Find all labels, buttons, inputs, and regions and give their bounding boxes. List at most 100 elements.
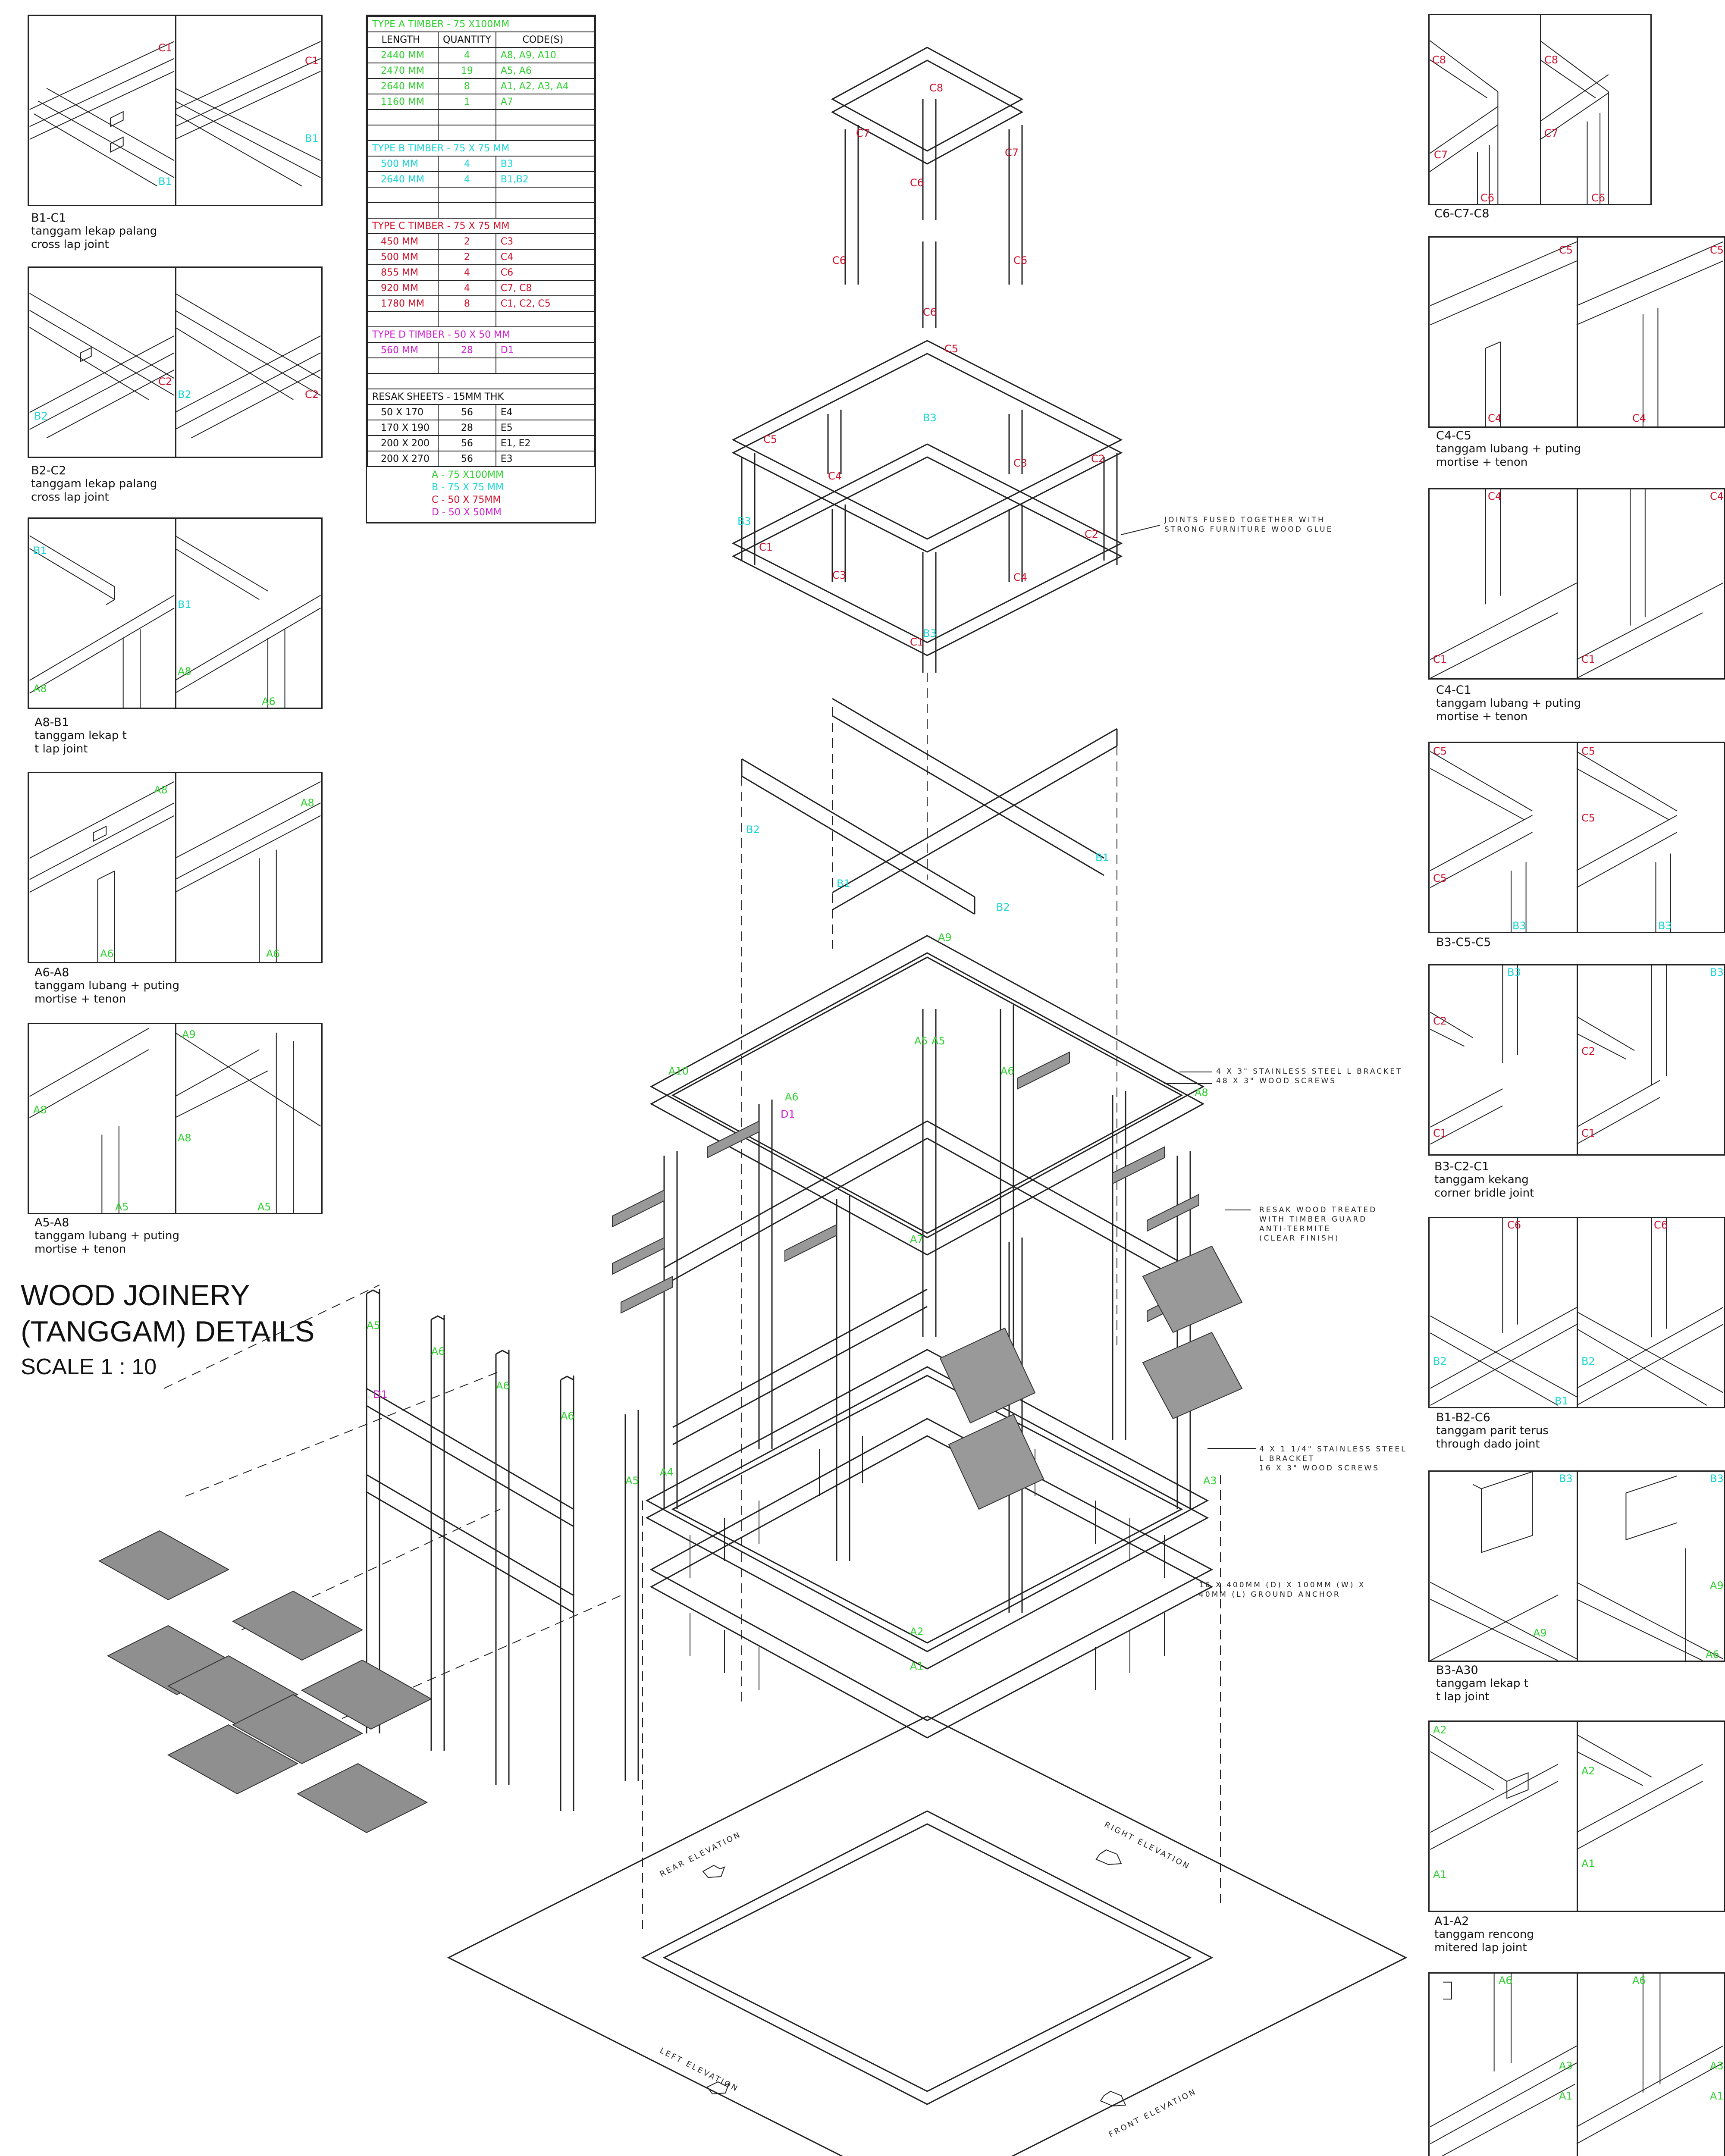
- cross-lap-joint-drawing: [29, 293, 321, 439]
- cell-qty: 28: [438, 342, 496, 358]
- member-label: C4: [828, 470, 842, 482]
- detail-assembled-view: [1577, 1722, 1724, 1911]
- note-line: RESAK WOOD TREATED: [1259, 1206, 1377, 1214]
- tag: C5: [1581, 745, 1596, 757]
- resak-slats: [612, 1051, 1243, 1510]
- detail-assembled-view: [1577, 489, 1724, 678]
- tag: A9: [182, 1028, 196, 1040]
- note-line: ANTI-TERMITE: [1259, 1225, 1331, 1233]
- member-label: D1: [781, 1108, 795, 1120]
- empty-row: [367, 373, 595, 389]
- cell-length: 2440 MM: [367, 47, 439, 63]
- detail-english-name: cross lap joint: [31, 238, 109, 251]
- cross-beams-b: [741, 698, 1118, 915]
- note-line: 48 X 3" WOOD SCREWS: [1216, 1077, 1337, 1085]
- tag: A8: [33, 683, 47, 695]
- empty-row: [367, 125, 595, 141]
- cell-qty: 56: [438, 451, 496, 467]
- tag: C4: [1488, 490, 1502, 502]
- timber-type-legend: A - 75 X100MM B - 75 X 75 MM C - 50 X 75…: [432, 469, 504, 519]
- tag: C8: [1544, 54, 1559, 66]
- detail-malay-name: tanggam lubang + puting: [34, 979, 179, 992]
- cell-size: 200 X 270: [367, 451, 439, 467]
- tag: A6: [100, 948, 114, 960]
- member-label: B2: [996, 901, 1010, 913]
- member-label: A3: [1203, 1475, 1217, 1487]
- detail-caption-b3-c2-c1: B3-C2-C1 tanggam kekang corner bridle jo…: [1434, 1160, 1534, 1200]
- detail-malay-name: tanggam lubang + puting: [1436, 442, 1581, 455]
- member-label: C1: [910, 636, 924, 648]
- tag: A8: [301, 797, 314, 809]
- member-label: B3: [737, 515, 751, 527]
- cell-length: 2640 MM: [367, 78, 439, 94]
- member-label: C6: [832, 254, 847, 266]
- detail-panel-c4-c1: C4 C4 C1 C1: [1428, 488, 1725, 680]
- detail-panel-b3-c2-c1: B3 B3 C2 C2 C1 C1: [1428, 964, 1725, 1156]
- member-label: A2: [910, 1626, 924, 1638]
- detail-panel-c4-c5: C5 C5 C4 C4: [1428, 236, 1725, 428]
- cell-codes: E4: [495, 404, 595, 420]
- member-label: A4: [660, 1466, 674, 1478]
- top-bracket-note: 4 X 3" STAINLESS STEEL L BRACKET 48 X 3"…: [1216, 1067, 1402, 1086]
- tag: A1: [1559, 2090, 1573, 2102]
- mortise-tenon-drawing: [29, 781, 321, 962]
- detail-caption-b3-c5-c5: B3-C5-C5: [1436, 936, 1491, 949]
- detail-english-name: mortise + tenon: [1436, 456, 1528, 469]
- detail-english-name: t lap joint: [34, 743, 88, 755]
- cell-codes: A8, A9, A10: [495, 47, 595, 63]
- tag: B1: [178, 599, 191, 611]
- cell-qty: 19: [438, 63, 496, 79]
- detail-code: A1-A2: [1434, 1915, 1469, 1928]
- cell-qty: 8: [438, 78, 496, 94]
- tag: B2: [34, 410, 48, 422]
- member-label: A6: [496, 1380, 510, 1392]
- tag: A6: [1499, 1974, 1512, 1987]
- member-label: A7: [910, 1233, 924, 1245]
- tag: C8: [1432, 54, 1446, 66]
- tag: A6: [266, 948, 280, 960]
- member-label: B1: [1095, 852, 1109, 864]
- cell-codes: E1, E2: [495, 435, 595, 451]
- detail-assembled-view: [175, 519, 321, 708]
- tag: B2: [178, 389, 191, 401]
- member-label: C7: [1005, 147, 1019, 159]
- member-label: C6: [910, 177, 924, 189]
- detail-code: B2-C2: [31, 464, 66, 477]
- tag: B2: [1433, 1355, 1447, 1367]
- note-line: (CLEAR FINISH): [1259, 1234, 1340, 1243]
- detail-panel-b3-a30: B3 B3 A9 A9 A6: [1428, 1470, 1725, 1662]
- cell-qty: 4: [438, 156, 496, 172]
- member-label: D1: [373, 1388, 388, 1401]
- member-label: A5: [625, 1475, 639, 1487]
- tag: B3: [1710, 1473, 1724, 1485]
- empty-row: [367, 311, 595, 327]
- tag: A6: [1632, 1974, 1646, 1987]
- tag: C1: [158, 42, 172, 54]
- detail-code: C4-C1: [1436, 683, 1471, 697]
- tag: A1: [1581, 1858, 1595, 1870]
- type-d-heading: TYPE D TIMBER - 50 X 50 MM: [367, 326, 595, 343]
- detail-code: A8-B1: [34, 716, 69, 729]
- note-line: 16 X 400MM (D) X 100MM (W) X: [1199, 1581, 1366, 1589]
- cell-codes: B1,B2: [495, 171, 595, 188]
- type-a-heading: TYPE A TIMBER - 75 X100MM: [367, 16, 595, 32]
- member-label: C7: [856, 127, 870, 139]
- tag: C1: [1433, 1127, 1447, 1139]
- timber-schedule-table: TYPE A TIMBER - 75 X100MM LENGTH QUANTIT…: [366, 15, 596, 523]
- member-label: C2: [1085, 528, 1099, 540]
- mortise-tenon-drawing: [1430, 1974, 1723, 2156]
- tag: C2: [305, 389, 319, 401]
- resak-finish-note: RESAK WOOD TREATED WITH TIMBER GUARD ANT…: [1259, 1205, 1377, 1243]
- detail-english-name: mortise + tenon: [34, 1243, 126, 1256]
- cell-length: 500 MM: [367, 156, 439, 172]
- detail-caption-a8-b1: A8-B1 tanggam lekap t t lap joint: [34, 716, 127, 756]
- cell-qty: 4: [438, 47, 496, 63]
- detail-caption-b3-a30: B3-A30 tanggam lekap t t lap joint: [1436, 1664, 1528, 1704]
- bottom-bracket-note: 4 X 1 1/4" STAINLESS STEEL L BRACKET 16 …: [1259, 1445, 1407, 1473]
